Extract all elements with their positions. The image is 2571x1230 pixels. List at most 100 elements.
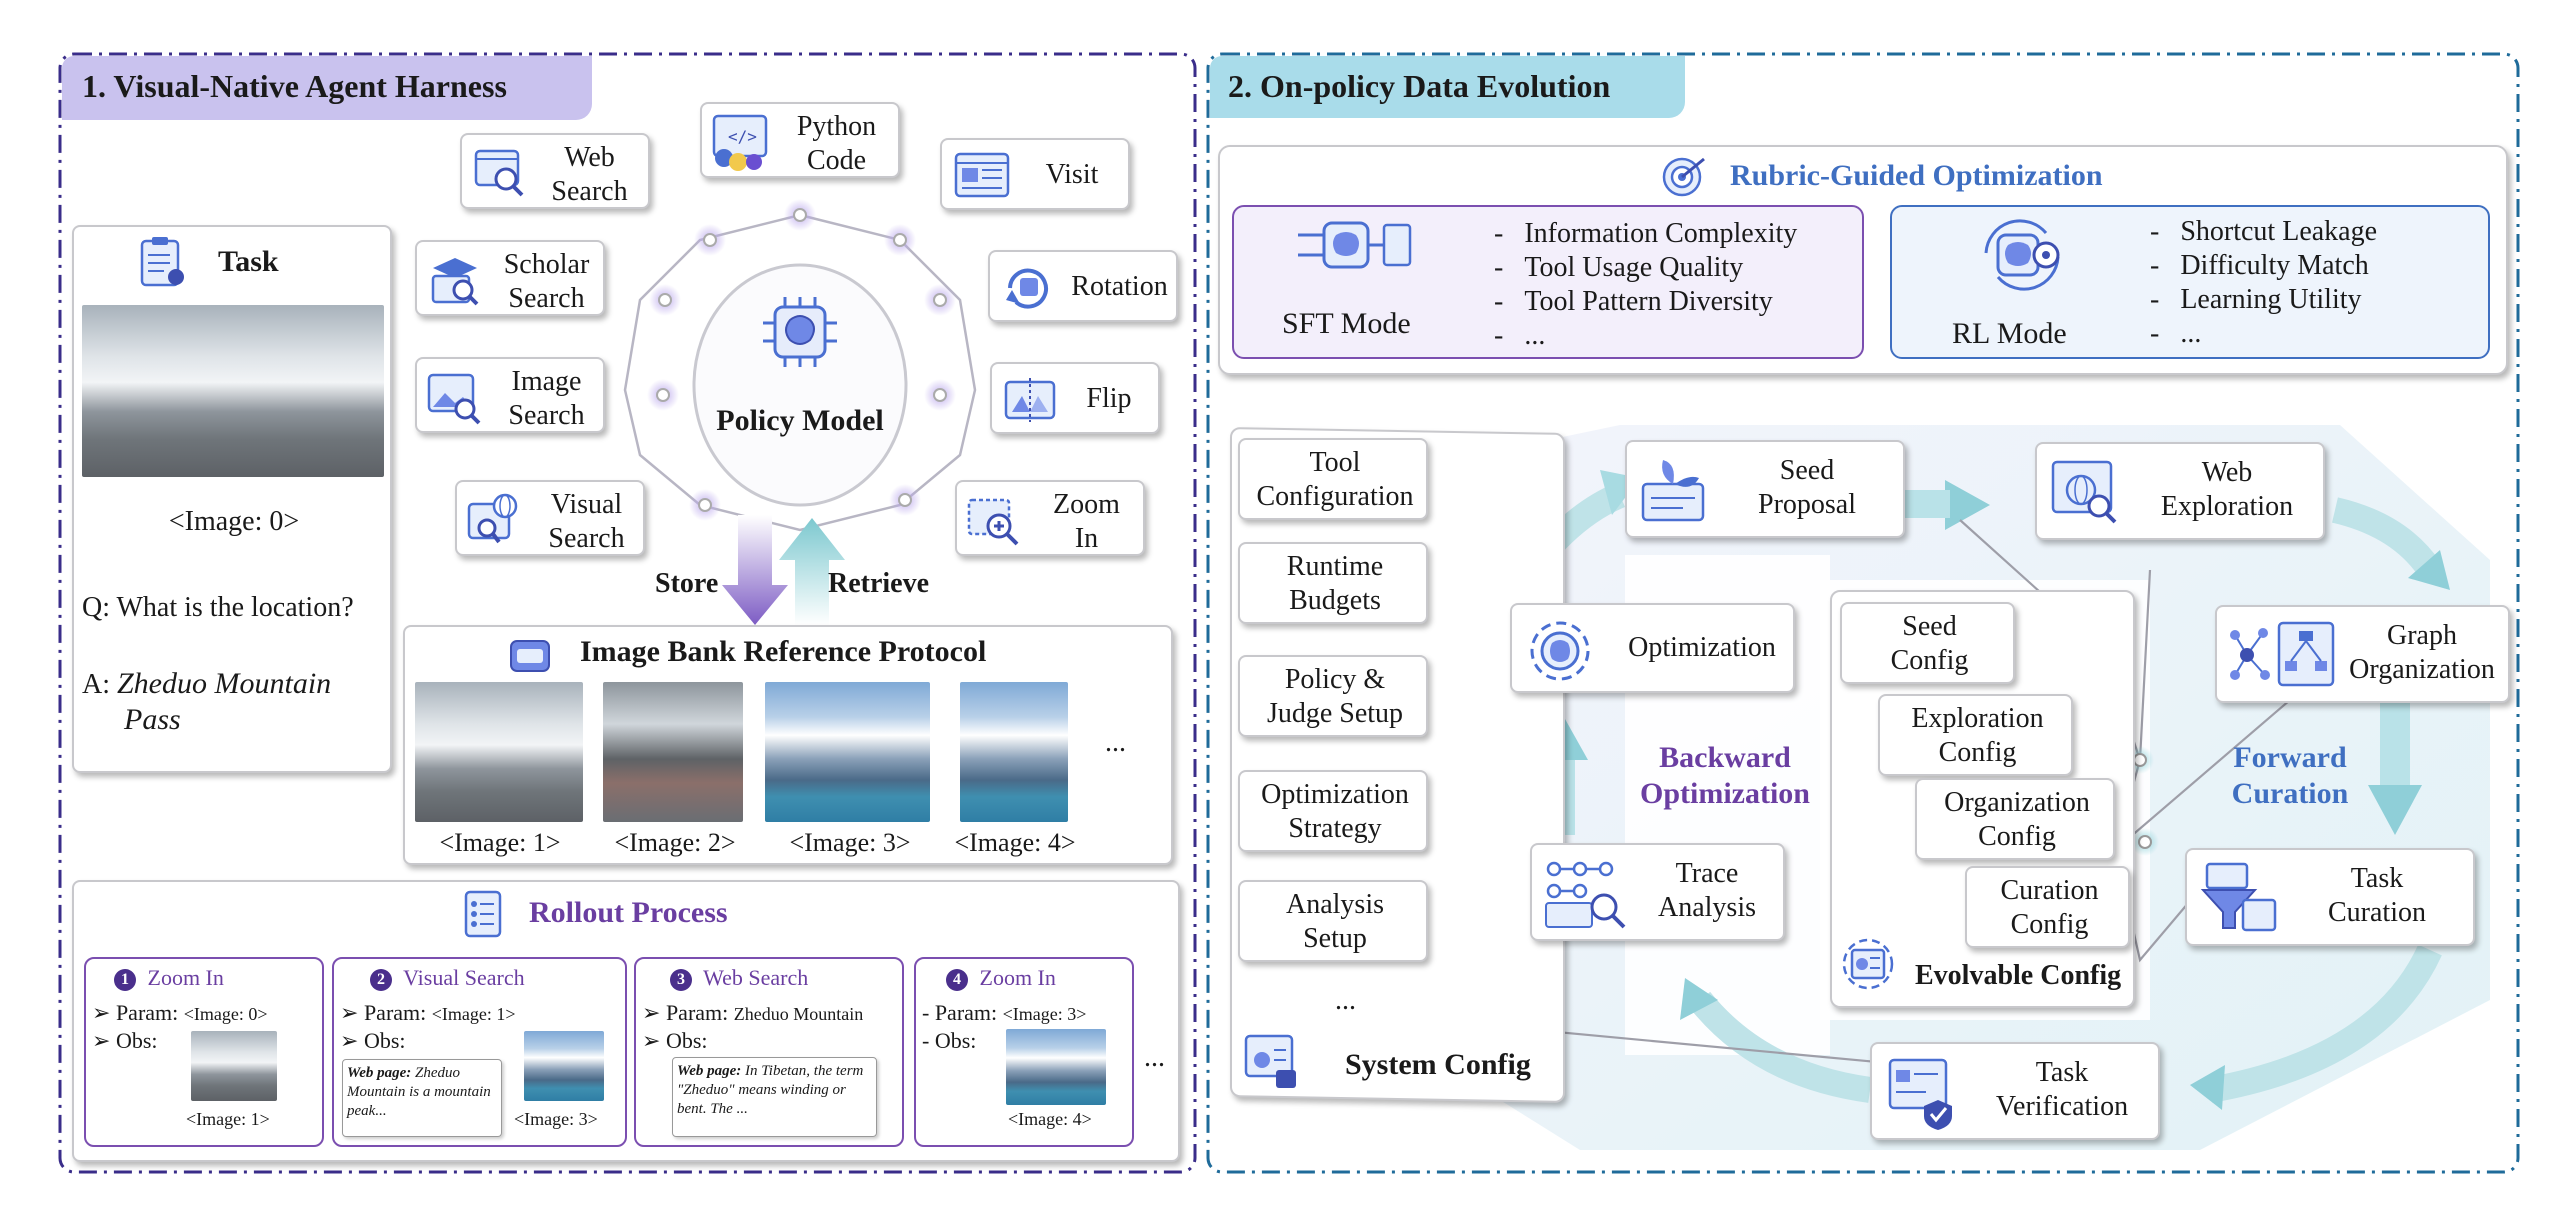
tool-rotation-label: Rotation [1071,271,1168,302]
rl-mode-label: RL Mode [1952,317,2067,350]
tool-web-search-l2: Search [551,175,628,207]
svg-text:</>: </> [728,127,757,146]
sft-item-4: ... [1524,320,1546,351]
image-bank-title: Image Bank Reference Protocol [580,635,987,668]
bank-label-3: <Image: 3> [789,828,911,857]
task-image-label: <Image: 0> [168,506,300,537]
rotation-icon [1006,268,1048,309]
step-3-tool: Web Search [703,965,809,990]
sys-item-5-l2: Setup [1303,922,1367,954]
tool-image-search-l1: Image [511,366,582,397]
tool-scholar-search-l1: Scholar [503,249,590,280]
rl-item-1: Shortcut Leakage [2180,216,2378,247]
bank-image-3 [765,682,930,822]
image-search-icon [427,373,481,425]
task-answer-prefix: A: [82,669,110,700]
tool-rotation[interactable]: Rotation [988,250,1178,322]
tool-python-code-l2: Code [806,144,867,176]
store-arrow [722,515,788,625]
optimization-label: Optimization [1628,632,1776,663]
step-1-param: <Image: 0> [183,1004,268,1024]
step-1-param-label: Param: [115,1000,179,1025]
step-1-num: 1 [114,968,136,991]
sft-item-3: Tool Pattern Diversity [1524,286,1773,317]
rollout-step-1[interactable]: 1 Zoom In ➢ Param: <Image: 0> ➢ Obs: <Im… [84,957,324,1147]
task-card: Task <Image: 0> Q: What is the location?… [72,225,392,773]
policy-model-ellipse [692,263,908,507]
tool-zoom-in-l1: Zoom [1053,489,1120,520]
sft-mode-box[interactable]: SFT Mode - Information Complexity - Tool… [1232,205,1864,359]
tool-visit[interactable]: Visit [940,138,1130,210]
evolvable-config-title: Evolvable Config [1915,960,2122,991]
bank-label-1: <Image: 1> [439,828,561,857]
target-icon [1662,157,1705,197]
step-4-tool: Zoom In [979,965,1056,990]
retrieve-arrow [779,518,845,625]
backward-l1: Backward [1659,741,1791,774]
evo-item-1-l2: Config [1890,644,1969,676]
step-1-obs-label: Obs: [115,1028,158,1053]
rl-mode-box[interactable]: RL Mode - Shortcut Leakage - Difficulty … [1890,205,2490,359]
visual-search-icon [467,493,518,544]
step-3-param: Zheduo Mountain [733,1004,864,1024]
policy-model-label: Policy Model [716,404,884,437]
tool-flip[interactable]: Flip [990,362,1160,434]
retrieve-label: Retrieve [828,568,930,599]
panel2-title-text: 2. On-policy Data Evolution [1228,68,1611,104]
tool-scholar-search-l2: Search [508,282,585,314]
tool-flip-label: Flip [1086,383,1132,414]
rollout-step-4[interactable]: 4 Zoom In - Param: <Image: 3> - Obs: <Im… [914,957,1134,1147]
system-config-card [1230,427,1565,1103]
forward-l1: Forward [2233,741,2347,774]
evo-item-4-l2: Config [2010,908,2089,940]
step-3-obs-webpage: Web page: In Tibetan, the term "Zheduo" … [672,1057,877,1137]
node-optimization[interactable]: Optimization [1510,603,1795,693]
rollout-step-3[interactable]: 3 Web Search ➢ Param: Zheduo Mountain ➢ … [634,957,904,1147]
step-1-obs-image [191,1031,277,1101]
sys-item-3-l1: Policy & [1284,664,1386,695]
clipboard-icon [140,237,184,287]
rl-item-3: Learning Utility [2180,284,2362,315]
python-code-icon: </> [712,114,768,171]
tool-python-code-l1: Python [796,111,877,142]
sft-item-2: Tool Usage Quality [1524,252,1744,283]
panel1-title-text: 1. Visual-Native Agent Harness [82,68,507,104]
step-2-obs-prefix: Web page: [347,1065,412,1081]
rollout-step-2[interactable]: 2 Visual Search ➢ Param: <Image: 1> ➢ Ob… [332,957,627,1147]
tool-zoom-in-l2: In [1074,522,1099,554]
step-2-param: <Image: 1> [431,1004,516,1024]
step-3-param-label: Param: [665,1000,729,1025]
tool-web-search-l1: Web [564,142,615,173]
sys-item-policy-judge[interactable]: Policy &Judge Setup [1238,655,1428,737]
panel1-title: 1. Visual-Native Agent Harness [62,56,592,120]
flip-icon [1004,378,1056,422]
step-2-obs-webpage: Web page: Zheduo Mountain is a mountain … [342,1059,502,1137]
step-3-num: 3 [670,968,692,991]
step-1-tool: Zoom In [147,965,224,990]
policy-model[interactable]: Policy Model [700,285,900,465]
tool-image-search-l2: Search [508,399,585,431]
forward-l2: Curation [2231,777,2349,810]
visit-icon [954,152,1010,198]
step-2-obs-text: Zheduo Mountain is a mountain peak... [347,1065,491,1119]
